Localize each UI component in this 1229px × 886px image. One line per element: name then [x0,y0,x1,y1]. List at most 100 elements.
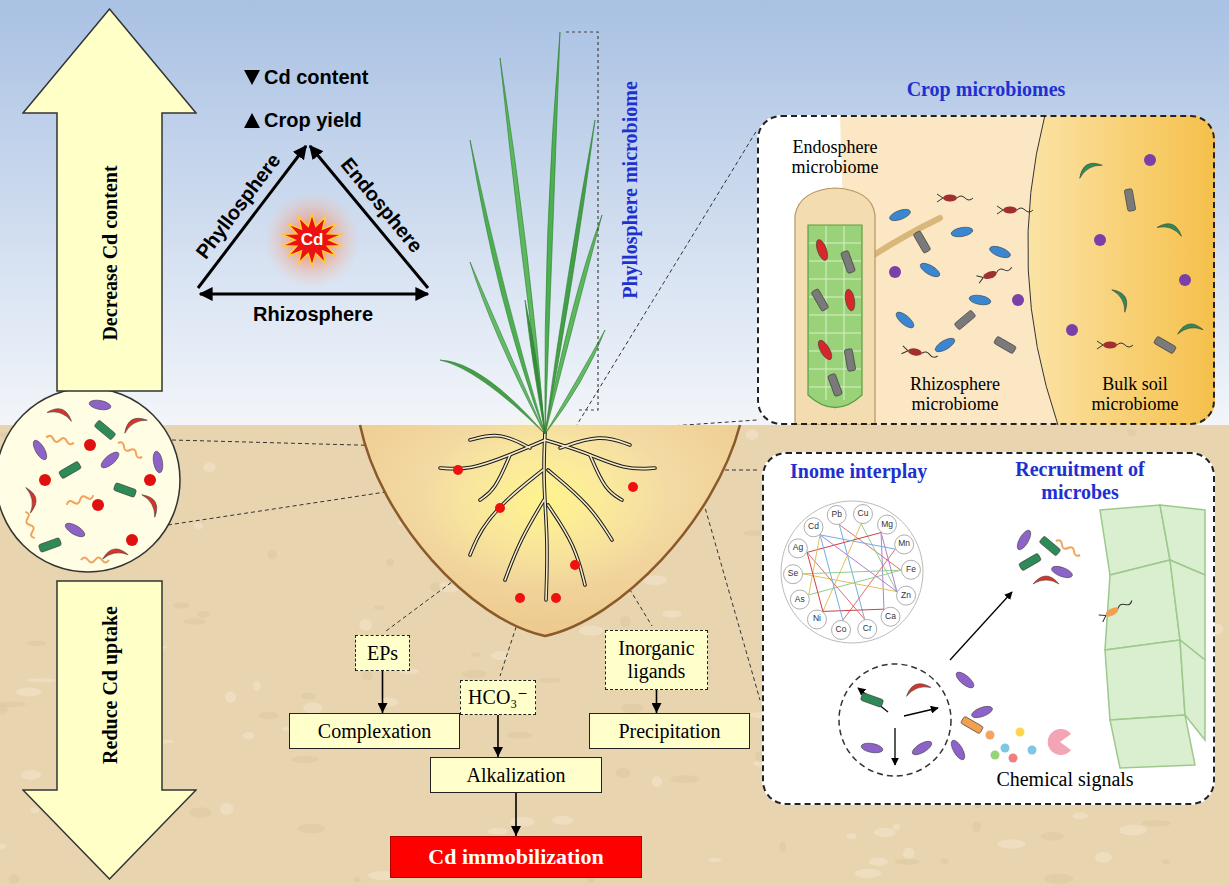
soil-grain [27,641,46,646]
flow-arrow [515,793,517,836]
element-circle [881,607,900,626]
coccus [1179,274,1191,286]
microbe [827,373,842,396]
leaf [470,262,545,434]
node-text: Inome interplay [790,460,927,483]
crescent-bacterium [1112,286,1132,313]
node-text: Decrease Cd content [98,165,121,340]
microbe [844,288,857,311]
microbe [121,413,148,433]
rod-bacterium [1039,536,1061,556]
soil-grain [1119,825,1146,836]
microbe [840,250,855,273]
microbe [46,435,74,445]
region-label: Phyllosphere microbiome [619,81,641,299]
microbe [1099,597,1134,622]
soil-grain [846,833,856,839]
microbe [126,534,138,546]
microbe [918,261,942,280]
root-hair [874,218,940,255]
oval-bacterium [99,449,122,470]
signal-molecule [991,751,1000,760]
microbe [937,194,973,202]
signal-molecule [1028,746,1037,755]
flow-arrow [497,715,499,757]
microbe [888,207,912,223]
oval-bacterium [918,261,942,280]
plant-roots [440,432,655,600]
soil-grain [0,844,7,850]
element-symbol: Se [788,570,798,579]
soil-grain [362,671,373,681]
factor-box: Inorganic ligands [605,630,708,690]
soil-background [0,425,1229,886]
flagellated-bacterium [982,269,998,280]
star-body [282,214,342,266]
microbe [1033,576,1059,584]
element-symbol: Zn [901,591,911,600]
oval-bacterium [63,521,87,540]
up-triangle-symbol [244,113,260,128]
microbe [976,263,1013,283]
soil-grain [662,610,682,617]
zone-boundary [1028,115,1058,425]
element-symbol: Ni [813,615,821,624]
root-core [548,505,585,585]
root-outline [505,500,544,580]
flagellated-bacterium [907,347,922,356]
spirillum [23,511,37,539]
root-core [590,455,622,500]
microbe [47,405,74,421]
sky-background [0,0,1229,426]
soil-grain [301,693,315,700]
node-text: Complexation [318,720,431,743]
crescent-bacterium [26,486,38,513]
element-symbol: Ca [885,612,896,621]
root-core [560,438,630,448]
crescent-bacterium [904,680,931,696]
soil-grain [253,681,260,691]
leaf [470,140,545,434]
leaf [440,360,545,434]
microbe [844,348,856,371]
soil-grain [267,549,276,559]
process-box: Precipitation [589,713,750,749]
soil-grain [374,606,385,610]
rod-bacterium [94,420,116,440]
panel-ground [757,115,1215,425]
node-text: Crop microbiomes [907,78,1066,101]
effect-label: Cd content [264,66,368,88]
soil-grain [780,841,787,852]
node-text: EPs [367,642,398,665]
soil-grain [579,626,603,636]
microbiome-panel: Crop microbiomes [757,72,1215,425]
root-core [470,470,543,555]
soil-grain [855,869,881,878]
interaction-line [807,552,865,619]
coccus [92,499,104,511]
oval-bacterium [988,244,1012,260]
oval-bacterium [1015,528,1034,552]
microbe [101,547,128,559]
microbe [950,226,973,239]
soil-grain [552,816,573,825]
element-circle [788,539,807,558]
element-circle [790,590,809,609]
soil-grain [30,807,39,813]
element-symbol: As [795,595,805,604]
root-cell [1105,640,1185,720]
process-box: Complexation [289,713,460,749]
coccus [84,439,96,451]
flow-arrow [382,671,384,713]
rod-bacterium [993,336,1016,354]
microbe [94,420,116,440]
leader-line [575,130,757,428]
microbe [954,310,976,330]
microbe [988,244,1012,260]
soil-grain [354,877,361,882]
microbe [811,288,829,311]
crescent-bacterium [1157,220,1184,236]
element-symbol: Pb [832,510,842,519]
soil-grain [903,848,915,860]
